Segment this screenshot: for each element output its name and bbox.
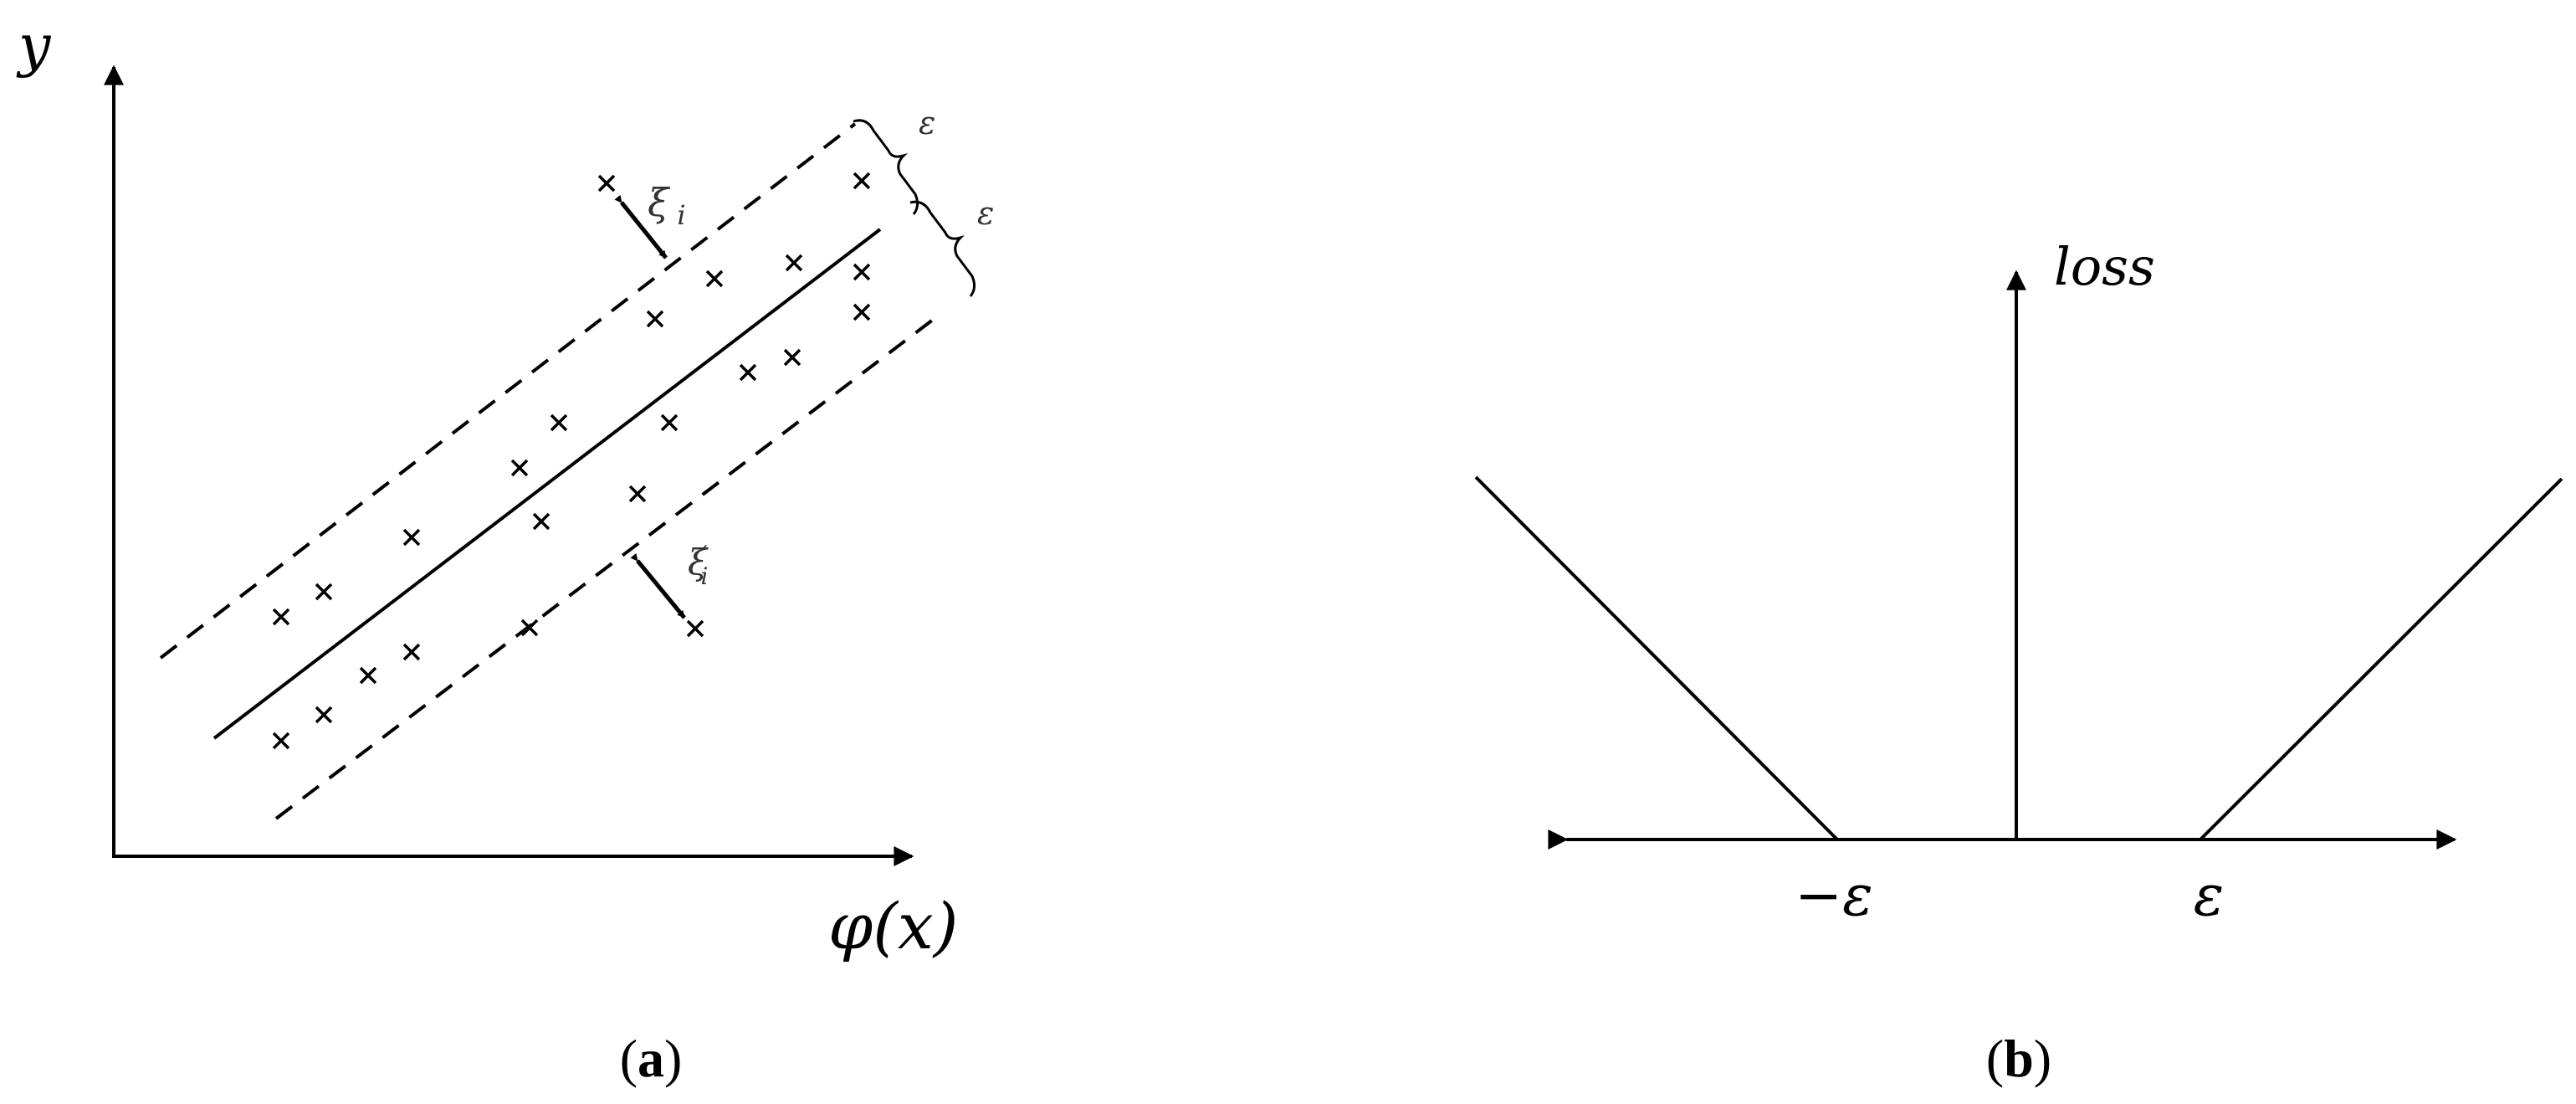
slack-symbol-upper: ξ	[648, 180, 671, 225]
epsilon-label-upper: ε	[919, 105, 935, 141]
caption-a-letter: a	[638, 1029, 664, 1088]
panel-b: loss −ε ε (b)	[1474, 236, 2563, 1088]
data-point	[853, 172, 871, 190]
slack-arrow-upper	[614, 194, 668, 259]
slack-arrow-lower	[630, 552, 686, 619]
caption-a-open: (	[620, 1029, 638, 1088]
tick-label-pos-epsilon: ε	[2194, 863, 2225, 929]
slack-subscript-lower: i	[701, 562, 709, 590]
data-point	[532, 512, 551, 531]
slack-subscript-upper: i	[677, 199, 685, 231]
data-point	[853, 263, 871, 281]
panel-a-y-label: y	[16, 13, 52, 80]
data-point	[402, 528, 421, 547]
data-point	[359, 666, 377, 685]
data-point	[597, 174, 616, 193]
data-point	[272, 608, 290, 626]
caption-b-open: (	[1986, 1029, 2004, 1088]
data-point	[739, 363, 757, 382]
data-point	[550, 413, 568, 432]
data-point	[520, 619, 539, 637]
slack-symbol-lower: ξ	[688, 542, 709, 583]
panel-b-loss-label: loss	[2054, 236, 2155, 297]
data-point	[783, 348, 801, 367]
loss-right-slope	[2199, 477, 2563, 841]
data-point	[686, 619, 704, 638]
epsilon-label-lower: ε	[977, 195, 994, 232]
data-point	[272, 732, 290, 750]
data-point	[660, 413, 679, 432]
caption-a-close: )	[664, 1029, 682, 1088]
slack-label-lower: ξ′i	[688, 541, 709, 590]
data-point	[315, 583, 333, 601]
caption-b-close: )	[2034, 1029, 2051, 1088]
tick-label-neg-epsilon: −ε	[1795, 863, 1872, 929]
epsilon-brace-upper	[853, 119, 919, 215]
regression-line	[213, 228, 882, 740]
data-points	[272, 172, 871, 750]
data-point	[402, 643, 421, 661]
epsilon-tube-upper	[159, 122, 857, 660]
panel-b-caption: (b)	[1986, 1029, 2051, 1088]
data-point	[705, 270, 724, 288]
epsilon-brace-lower	[909, 200, 976, 297]
data-point	[628, 485, 647, 503]
data-point	[785, 254, 803, 272]
data-point	[510, 459, 529, 477]
data-point	[853, 303, 871, 321]
data-point	[646, 310, 664, 328]
loss-left-slope	[1474, 475, 1839, 841]
epsilon-tube-lower	[274, 318, 935, 820]
caption-b-letter: b	[2004, 1029, 2034, 1088]
panel-a-x-label: φ(x)	[828, 889, 958, 963]
data-point	[315, 706, 333, 724]
panel-a-caption: (a)	[620, 1029, 683, 1088]
slack-prime-lower: ′	[702, 541, 708, 568]
